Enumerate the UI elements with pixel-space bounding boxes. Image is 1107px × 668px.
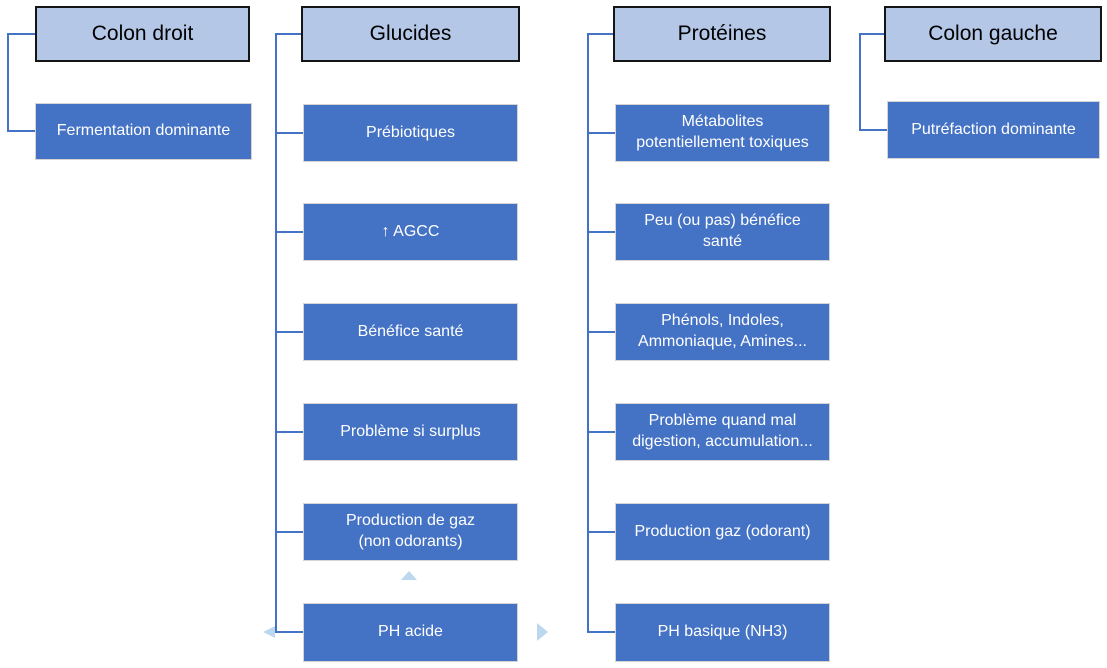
node-agcc: ↑ AGCC [303, 203, 518, 261]
connector-stub-glucides-2 [275, 231, 303, 233]
header-colon-droit: Colon droit [35, 6, 250, 62]
connector-trunk-colon-gauche [859, 33, 861, 131]
connector-stub-fermentation [7, 130, 35, 132]
node-ph-acide: PH acide [303, 603, 518, 662]
node-peu-benefice-sante: Peu (ou pas) bénéfice santé [615, 203, 830, 261]
up-triangle-icon [401, 571, 417, 580]
node-metabolites-toxiques: Métabolites potentiellement toxiques [615, 104, 830, 162]
connector-stub-putrefaction [859, 129, 887, 131]
connector-trunk-glucides [275, 33, 277, 633]
node-probleme-digestion: Problème quand mal digestion, accumulati… [615, 403, 830, 461]
header-colon-gauche: Colon gauche [884, 6, 1102, 62]
connector-trunk-proteines [587, 33, 589, 633]
connector-stub-glucides-3 [275, 331, 303, 333]
connector-stub-glucides-header [275, 33, 301, 35]
left-arrowhead-icon [263, 626, 275, 638]
connector-stub-glucides-1 [275, 132, 303, 134]
node-fermentation-dominante: Fermentation dominante [35, 103, 252, 160]
right-arrowhead-icon [537, 623, 548, 641]
node-putrefaction-dominante: Putréfaction dominante [887, 101, 1100, 159]
node-ph-basique: PH basique (NH3) [615, 603, 830, 662]
connector-stub-colon-droit-header [7, 33, 35, 35]
node-phenols-indoles: Phénols, Indoles, Ammoniaque, Amines... [615, 303, 830, 361]
node-benefice-sante: Bénéfice santé [303, 303, 518, 361]
header-glucides: Glucides [301, 6, 520, 62]
node-production-gaz-odorant: Production gaz (odorant) [615, 503, 830, 561]
connector-stub-glucides-5 [275, 531, 303, 533]
connector-stub-proteines-6 [587, 631, 615, 633]
connector-stub-proteines-1 [587, 132, 615, 134]
connector-stub-colon-gauche-header [859, 33, 884, 35]
connector-stub-proteines-4 [587, 431, 615, 433]
connector-stub-proteines-3 [587, 331, 615, 333]
node-production-de-gaz: Production de gaz (non odorants) [303, 503, 518, 561]
connector-stub-glucides-6 [266, 631, 303, 633]
connector-stub-glucides-4 [275, 431, 303, 433]
connector-stub-proteines-header [587, 33, 613, 35]
connector-stub-proteines-5 [587, 531, 615, 533]
header-proteines: Protéines [613, 6, 831, 62]
connector-stub-proteines-2 [587, 231, 615, 233]
node-probleme-si-surplus: Problème si surplus [303, 403, 518, 461]
connector-trunk-colon-droit [7, 33, 9, 132]
node-prebiotiques: Prébiotiques [303, 104, 518, 162]
